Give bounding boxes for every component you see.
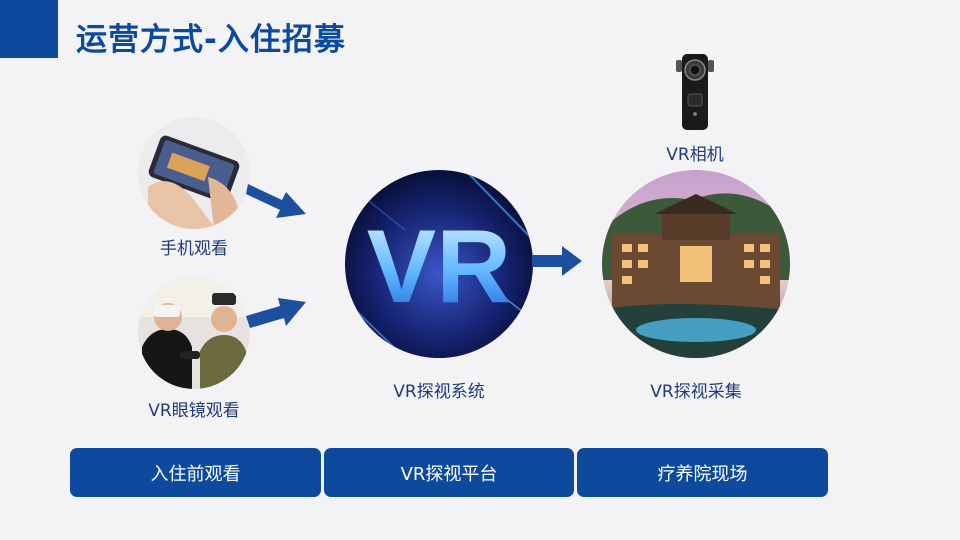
- vr-glasses-viewing-label: VR眼镜观看: [148, 401, 240, 421]
- pill-vr-platform: VR探视平台: [324, 448, 574, 497]
- arrow-icon: [246, 298, 306, 328]
- phone-viewing-image: [138, 117, 250, 229]
- vr-collection-label: VR探视采集: [650, 382, 742, 402]
- phone-viewing-label: 手机观看: [160, 239, 228, 259]
- vr-glasses-viewing-image: [138, 277, 250, 389]
- vr-camera-icon: [676, 54, 714, 130]
- arrow-icon: [532, 246, 582, 276]
- vr-system-label: VR探视系统: [393, 382, 485, 402]
- pill-before-checkin: 入住前观看: [70, 448, 321, 497]
- pill-sanatorium-site: 疗养院现场: [577, 448, 828, 497]
- vr-logo-text: VR: [367, 209, 511, 325]
- page-title: 运营方式-入住招募: [76, 22, 346, 58]
- sanatorium-site-image: [602, 170, 790, 358]
- title-accent-block: [0, 0, 58, 58]
- arrow-icon: [246, 184, 306, 218]
- vr-system-image: VR: [345, 170, 533, 358]
- vr-camera-label: VR相机: [666, 145, 724, 165]
